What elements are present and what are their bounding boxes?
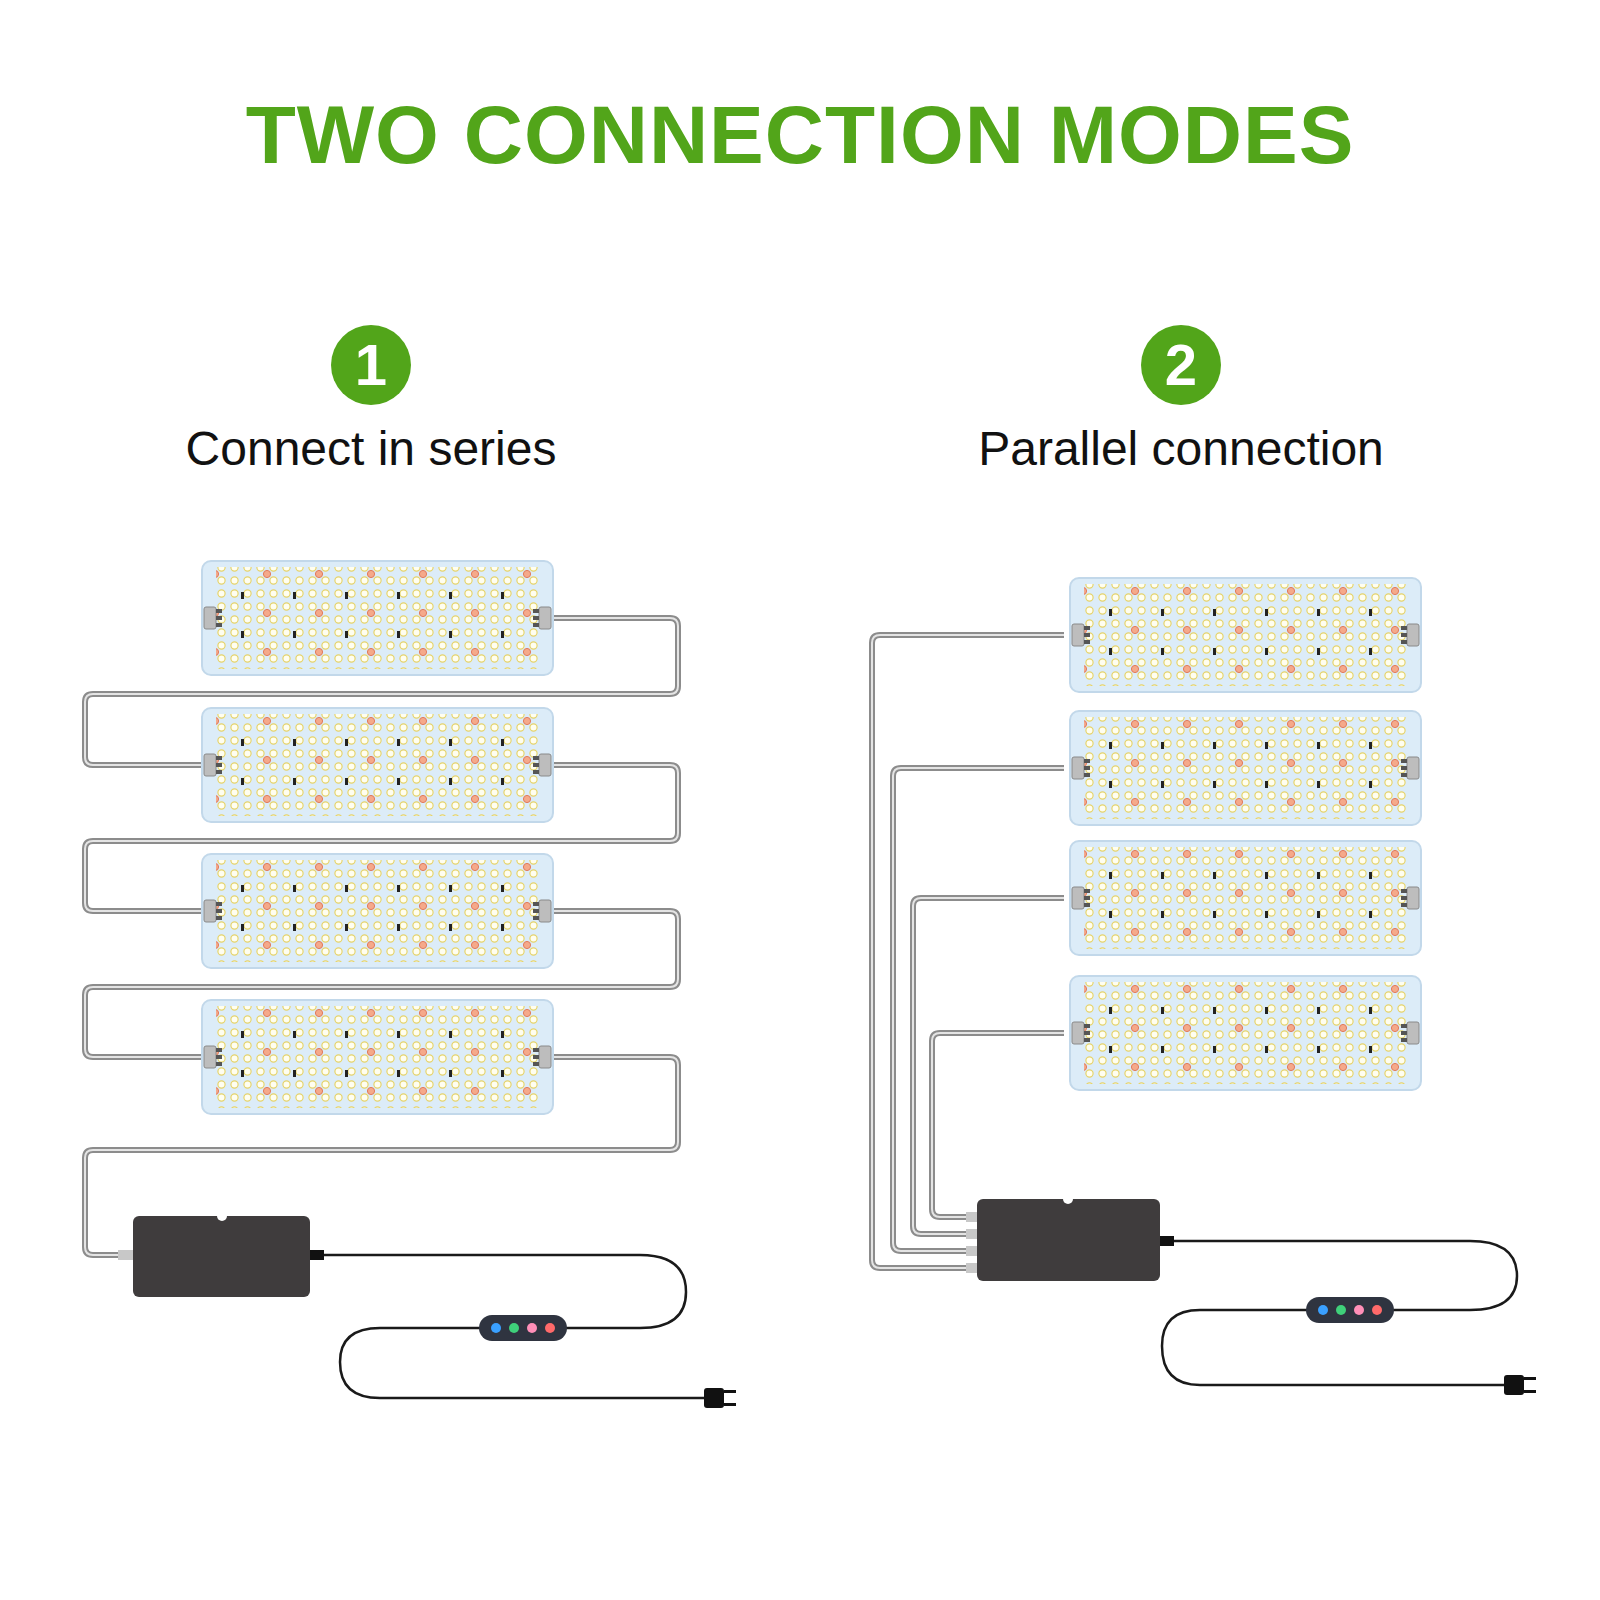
step-number: 2 bbox=[1141, 325, 1221, 405]
page-title: TWO CONNECTION MODES bbox=[0, 88, 1600, 182]
led-panels-parallel bbox=[1070, 578, 1421, 1090]
series-wires bbox=[85, 618, 708, 1398]
mode-heading: Parallel connection bbox=[978, 421, 1384, 476]
step-badge: 2Parallel connection bbox=[1141, 325, 1221, 405]
power-supply bbox=[118, 1194, 1174, 1297]
power-plug bbox=[704, 1375, 1536, 1408]
mode-heading: Connect in series bbox=[186, 421, 557, 476]
parallel-wires bbox=[872, 635, 1517, 1385]
step-badge: 1Connect in series bbox=[331, 325, 411, 405]
dimmer-controller bbox=[479, 1297, 1394, 1341]
led-panels-series bbox=[202, 561, 553, 1114]
step-number: 1 bbox=[331, 325, 411, 405]
